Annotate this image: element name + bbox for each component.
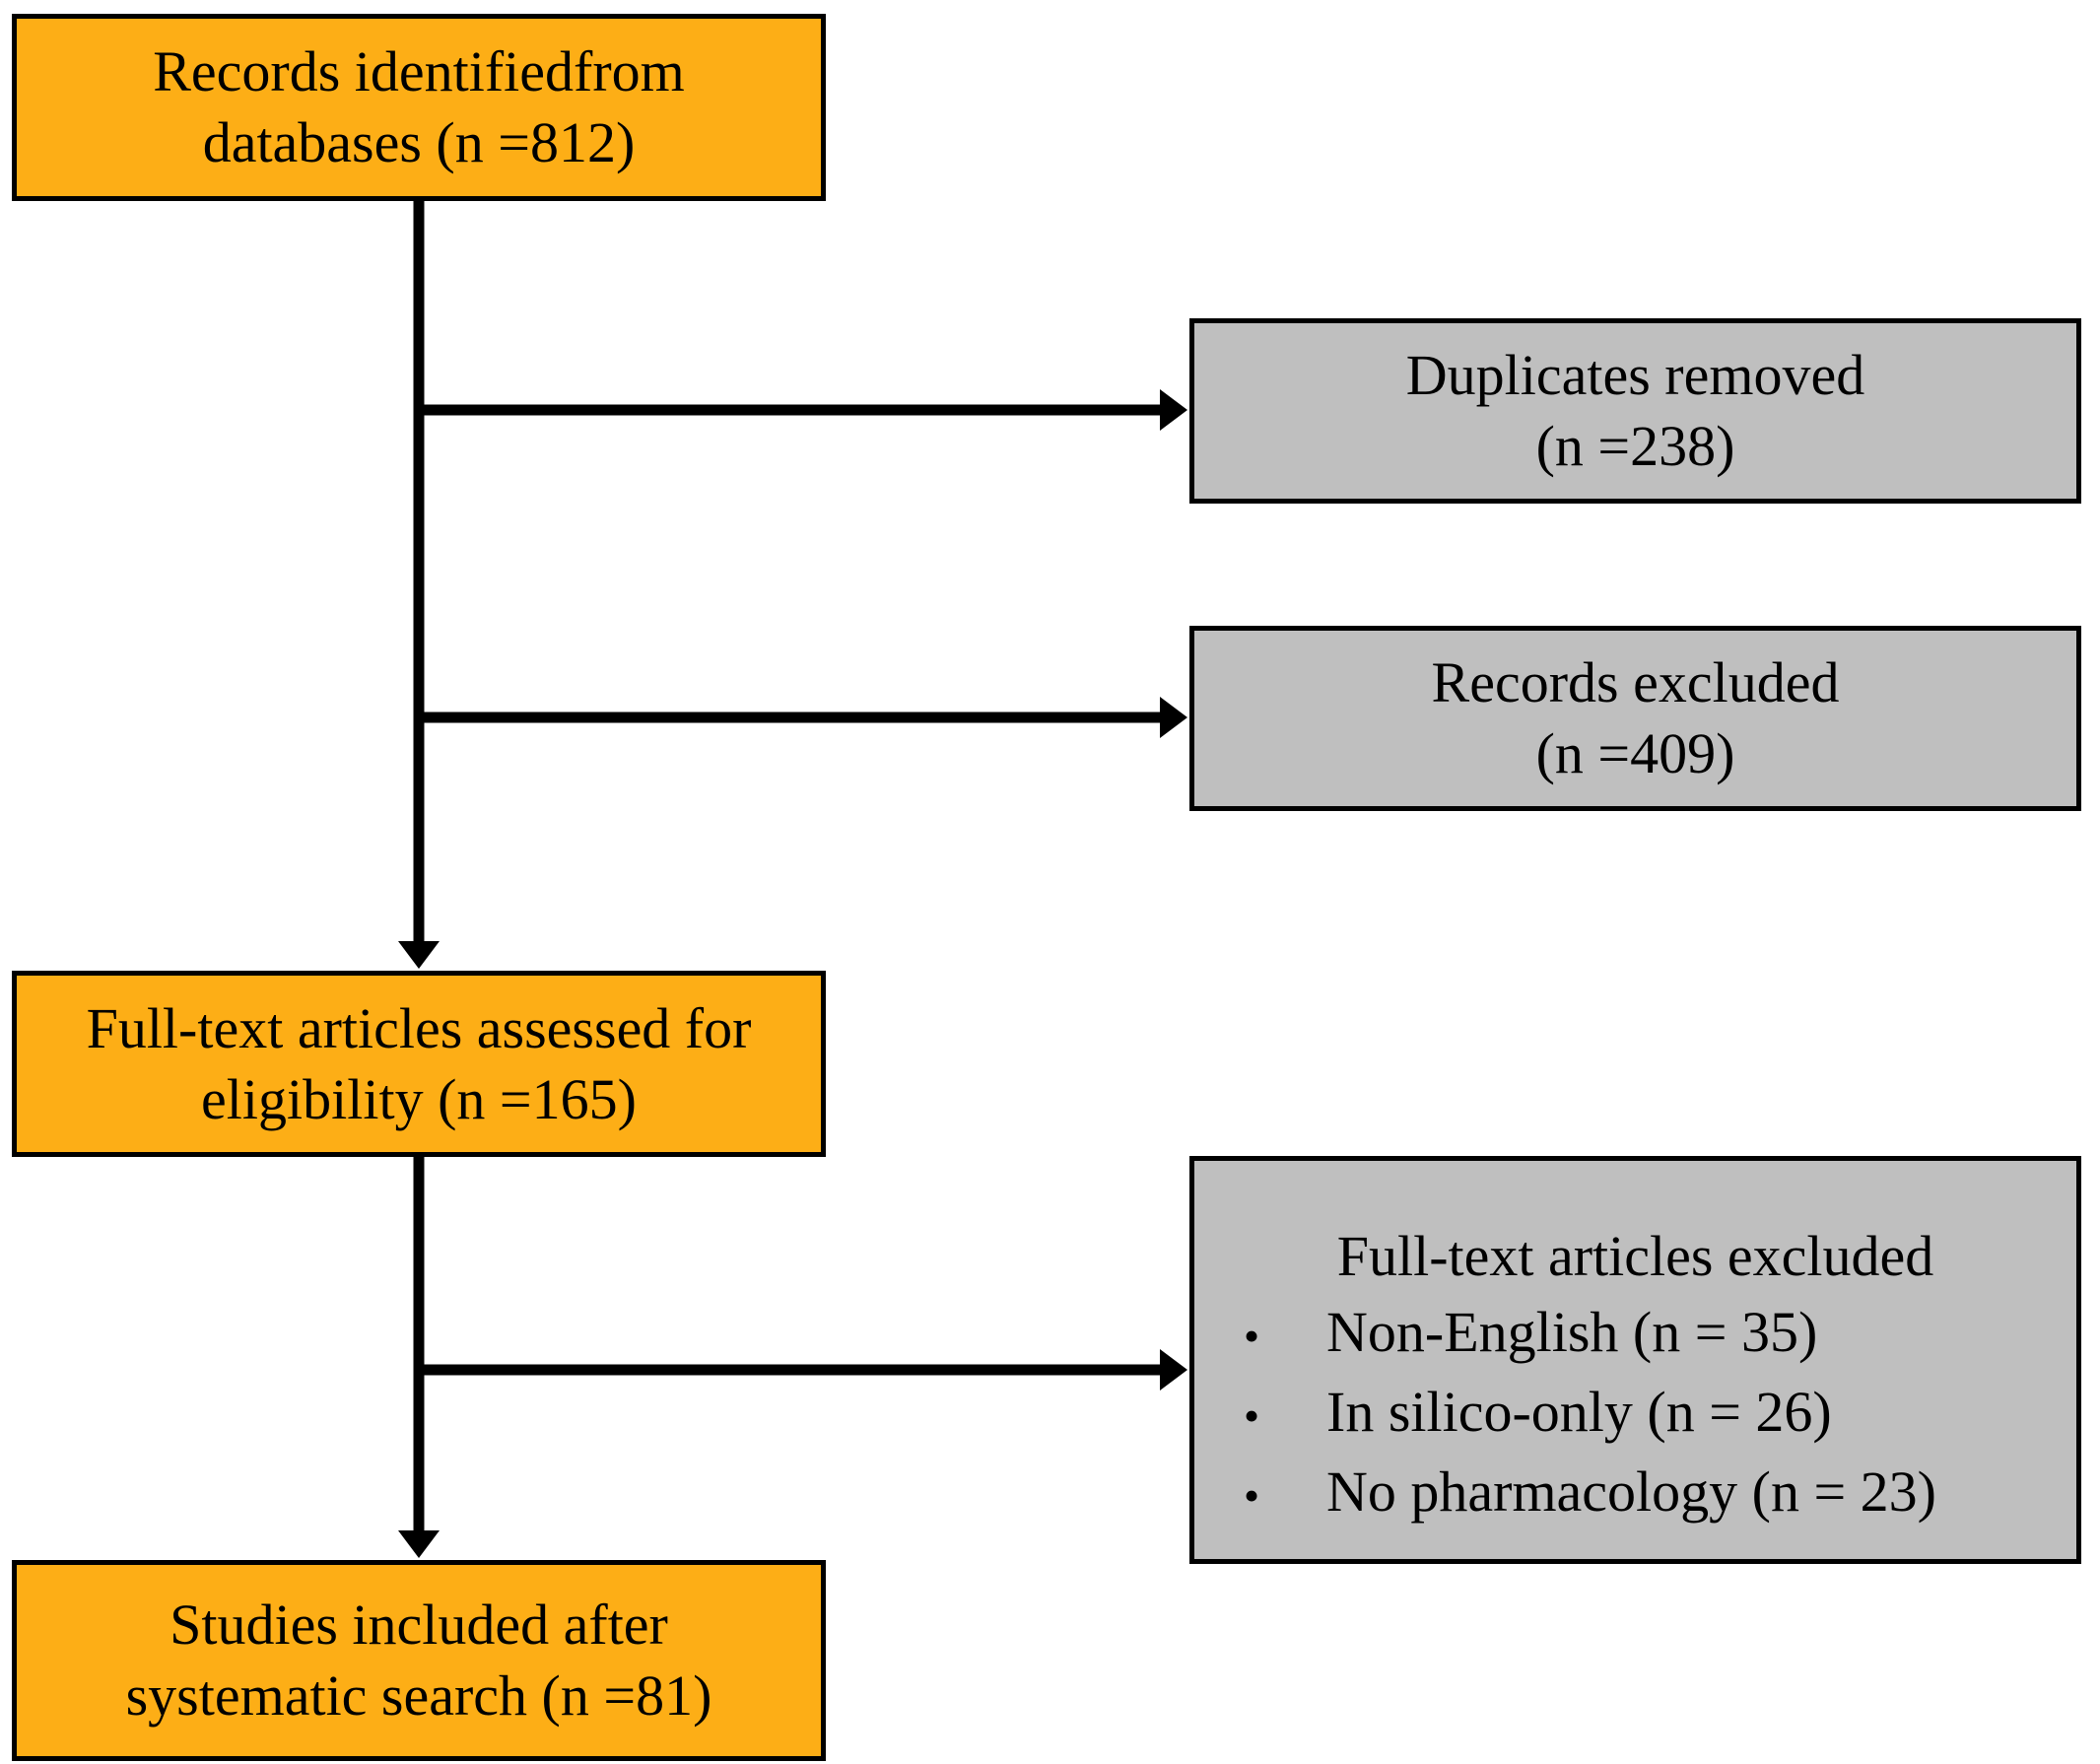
box-label-line: Records excluded (1431, 650, 1840, 714)
box-records-excluded: Records excluded (n =409) (1189, 626, 2081, 811)
bullet-icon: • (1244, 1391, 1260, 1441)
box-label-line: eligibility (n =165) (201, 1066, 637, 1131)
box-studies-included: Studies included after systematic search… (12, 1560, 826, 1761)
excluded-item-label: No pharmacology (n = 23) (1326, 1459, 1936, 1524)
arrow-to-records-excluded (419, 697, 1187, 738)
box-duplicates-removed: Duplicates removed (n =238) (1189, 318, 2081, 504)
excluded-item-label: Non-English (n = 35) (1326, 1300, 1818, 1364)
box-label-line: Full-text articles assessed for (86, 995, 752, 1060)
arrow-down-to-studies-included (398, 1156, 440, 1558)
excluded-item: • No pharmacology (n = 23) (1214, 1454, 2057, 1533)
box-fulltext-assessed: Full-text articles assessed for eligibil… (12, 971, 826, 1157)
excluded-item: • Non-English (n = 35) (1214, 1294, 2057, 1374)
box-label-line: Records identifiedfrom (153, 39, 685, 103)
box-fulltext-excluded: Full-text articles excluded • Non-Englis… (1189, 1156, 2081, 1564)
arrow-to-duplicates-removed (419, 389, 1187, 431)
box-label-line: (n =238) (1535, 414, 1735, 478)
arrow-to-fulltext-excluded (419, 1349, 1187, 1391)
box-label-line: (n =409) (1535, 721, 1735, 785)
bullet-icon: • (1244, 1311, 1260, 1361)
arrow-down-to-fulltext-assessed (398, 200, 440, 969)
box-label-line: databases (n =812) (202, 110, 636, 174)
excluded-heading: Full-text articles excluded (1336, 1224, 1934, 1288)
excluded-item: • In silico-only (n = 26) (1214, 1374, 2057, 1454)
box-label-line: systematic search (n =81) (125, 1663, 712, 1728)
box-label-line: Duplicates removed (1405, 343, 1865, 407)
excluded-item-label: In silico-only (n = 26) (1326, 1380, 1832, 1444)
bullet-icon: • (1244, 1470, 1260, 1521)
box-label-line: Studies included after (169, 1593, 668, 1657)
box-records-identified: Records identifiedfrom databases (n =812… (12, 14, 826, 201)
